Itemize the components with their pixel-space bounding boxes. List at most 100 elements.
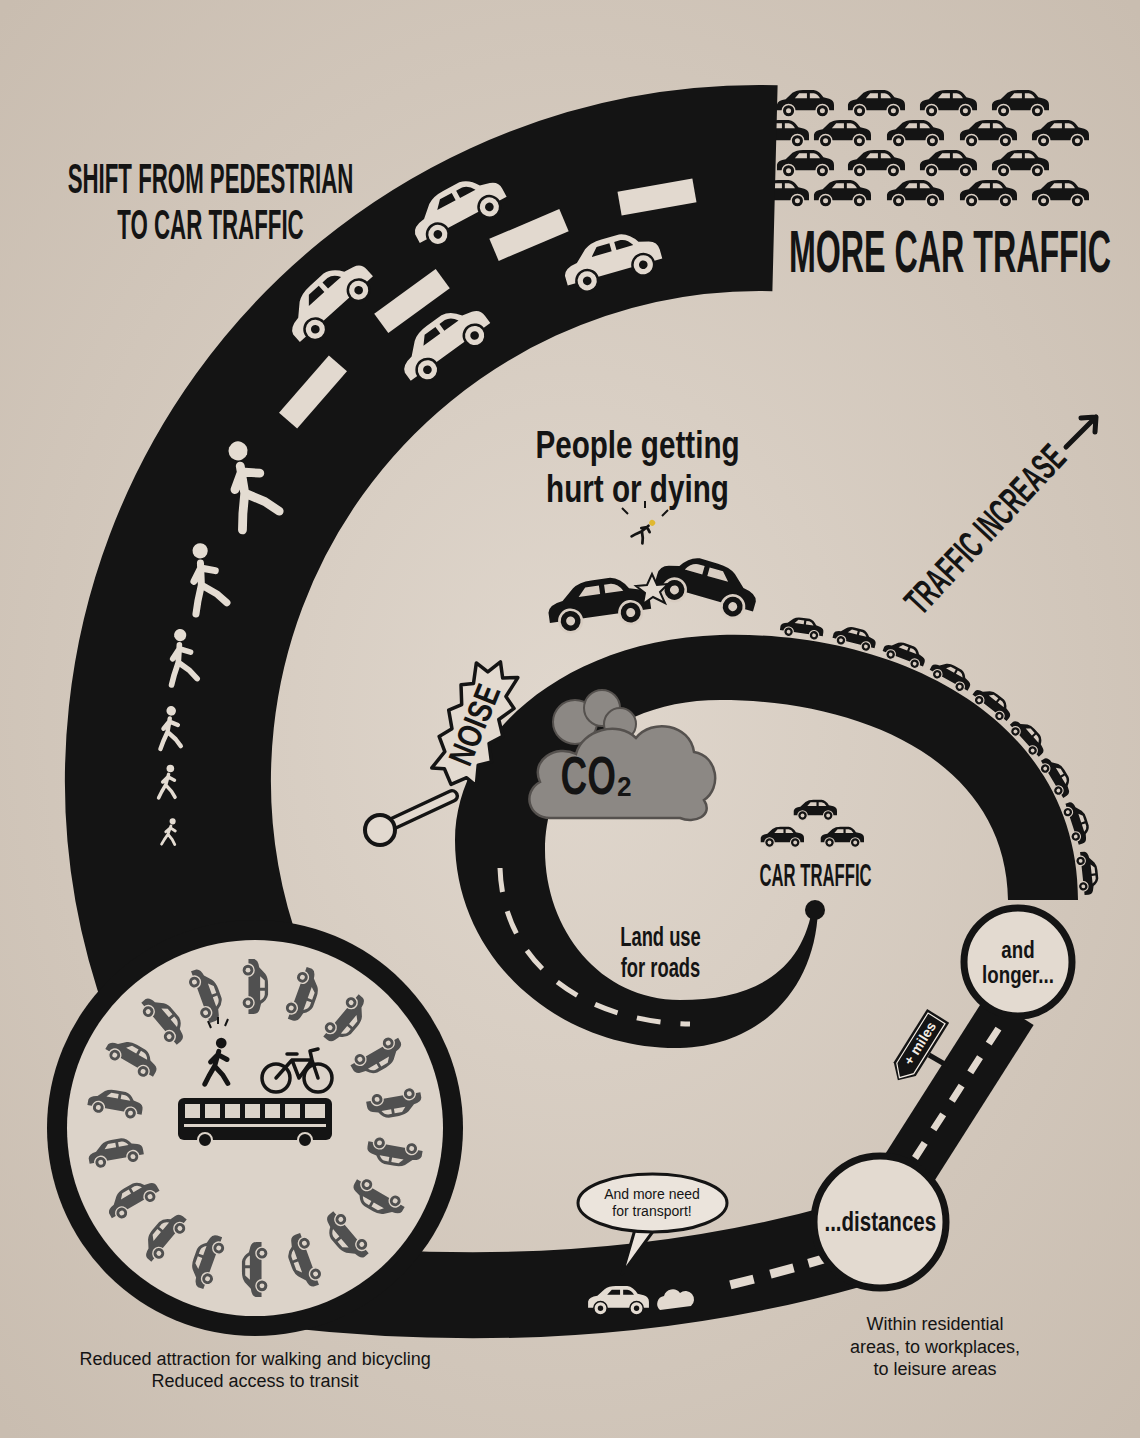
car-grid: [992, 150, 1049, 177]
traffic-car: [1037, 753, 1077, 801]
bicycle-icon: [276, 1049, 318, 1078]
label-holder: Reduced attraction for walking and bicyc…: [80, 1349, 431, 1371]
car-grid: [920, 150, 977, 177]
ring-car: [185, 965, 228, 1026]
ring-car: [86, 1135, 145, 1170]
pedestrian-figure: [160, 627, 197, 684]
label-text: Reduced access to transit: [152, 1371, 359, 1393]
speech-bubble-outline: [578, 1174, 727, 1232]
label-text: MORE CAR TRAFFIC: [789, 222, 1111, 282]
ring-car: [242, 959, 268, 1014]
lane-dash: [769, 1264, 795, 1279]
label-holder: Within residential areas, to workplaces,…: [828, 1313, 1043, 1381]
label-holder: People getting hurt or dying: [504, 424, 771, 511]
ring-car: [136, 1207, 191, 1266]
pedestrian-figure: [156, 437, 280, 845]
noise-burst-outline: [423, 651, 528, 796]
speech-bubble: And more need for transport!: [576, 1172, 729, 1234]
car-grid: [814, 120, 871, 147]
node-text: ...distances: [824, 1207, 936, 1238]
label-text: CAR TRAFFIC: [759, 858, 871, 893]
bus-icon: [184, 1124, 326, 1127]
car-grid: [1032, 120, 1089, 147]
ring-car: [185, 1231, 228, 1292]
sign-post: [929, 1055, 948, 1066]
lane-dash: [729, 1275, 754, 1290]
road-car: [390, 295, 497, 391]
small-car: [794, 800, 837, 821]
ring-car: [86, 959, 424, 1297]
bus-icon: [245, 1104, 260, 1118]
car-grid: [777, 90, 834, 117]
distance-circle: ...distances: [810, 1152, 950, 1292]
label-text: Within residential areas, to workplaces,…: [828, 1313, 1043, 1381]
small-car: [588, 1286, 649, 1315]
car-grid: [992, 90, 1049, 117]
traffic-car: [927, 656, 975, 695]
ring-car: [136, 990, 191, 1049]
bus-icon: [178, 1098, 332, 1147]
pedestrian-figure: [156, 706, 181, 749]
lane-dash: [617, 179, 696, 216]
crash-car: [545, 573, 653, 635]
label-holder: Reduced access to transit: [152, 1371, 359, 1393]
city-circle-ground: [67, 940, 443, 1316]
traffic-car: [1075, 850, 1100, 895]
traffic-car: [969, 682, 1016, 725]
ring-car: [347, 1032, 408, 1082]
small-car: [761, 827, 804, 848]
lane-dash: [489, 209, 568, 261]
traffic-car: [1061, 799, 1094, 846]
mileage-sign-outline: [891, 1013, 945, 1083]
co2-cloud-outline: [529, 726, 715, 820]
walker-icon: [208, 1017, 228, 1028]
road-car: [403, 166, 512, 253]
small-car: [821, 827, 864, 848]
traffic-car: [881, 637, 929, 672]
lane-dash: [279, 355, 347, 428]
car-grid: [887, 120, 944, 147]
node-text: CO₂: [560, 746, 632, 805]
car-grid: [887, 180, 944, 207]
label-holder: SHIFT FROM PEDESTRIAN TO CAR TRAFFIC: [0, 156, 484, 248]
car-grid: [752, 90, 1089, 207]
bus-icon: [305, 1104, 325, 1118]
ring-car: [282, 1231, 325, 1292]
ring-car: [282, 965, 325, 1026]
label-text: People getting hurt or dying: [533, 424, 741, 511]
car-grid: [960, 120, 1017, 147]
pedestrian-figure: [162, 818, 177, 845]
bus-icon: [285, 1104, 300, 1118]
lane-dash: [729, 1252, 833, 1289]
noise-burst-outline: [423, 651, 528, 796]
inner-spiral: [455, 635, 1078, 1048]
mileage-sign-outline: [887, 1009, 949, 1087]
label-text: Reduced attraction for walking and bicyc…: [80, 1349, 431, 1371]
noise-stem: [392, 796, 452, 824]
label-holder: MORE CAR TRAFFIC: [650, 222, 1140, 282]
label-text: Land use for roads: [614, 922, 706, 984]
pedestrian-figure: [175, 541, 227, 614]
crash-car: [545, 548, 763, 635]
crash-star: [636, 574, 668, 604]
traffic-car: [779, 615, 825, 641]
ring-car: [318, 1207, 373, 1266]
label-holder: CAR TRAFFIC: [708, 858, 923, 893]
ring-car: [102, 1174, 163, 1224]
bus-icon: [225, 1104, 240, 1118]
bus-icon: [265, 1104, 280, 1118]
ring-car: [365, 1086, 424, 1121]
victim-figure: [632, 515, 657, 544]
car-grid: [814, 180, 871, 207]
car-grid: [960, 180, 1017, 207]
small-car: [761, 800, 864, 848]
bus-icon: [185, 1104, 200, 1118]
bus-icon: [205, 1104, 220, 1118]
car-grid: [920, 90, 977, 117]
walker-icon: [205, 1038, 228, 1084]
ring-car: [102, 1032, 163, 1082]
noise-stem: [392, 796, 452, 824]
co2-cloud: CO₂: [518, 710, 723, 828]
traffic-car: [831, 623, 878, 653]
